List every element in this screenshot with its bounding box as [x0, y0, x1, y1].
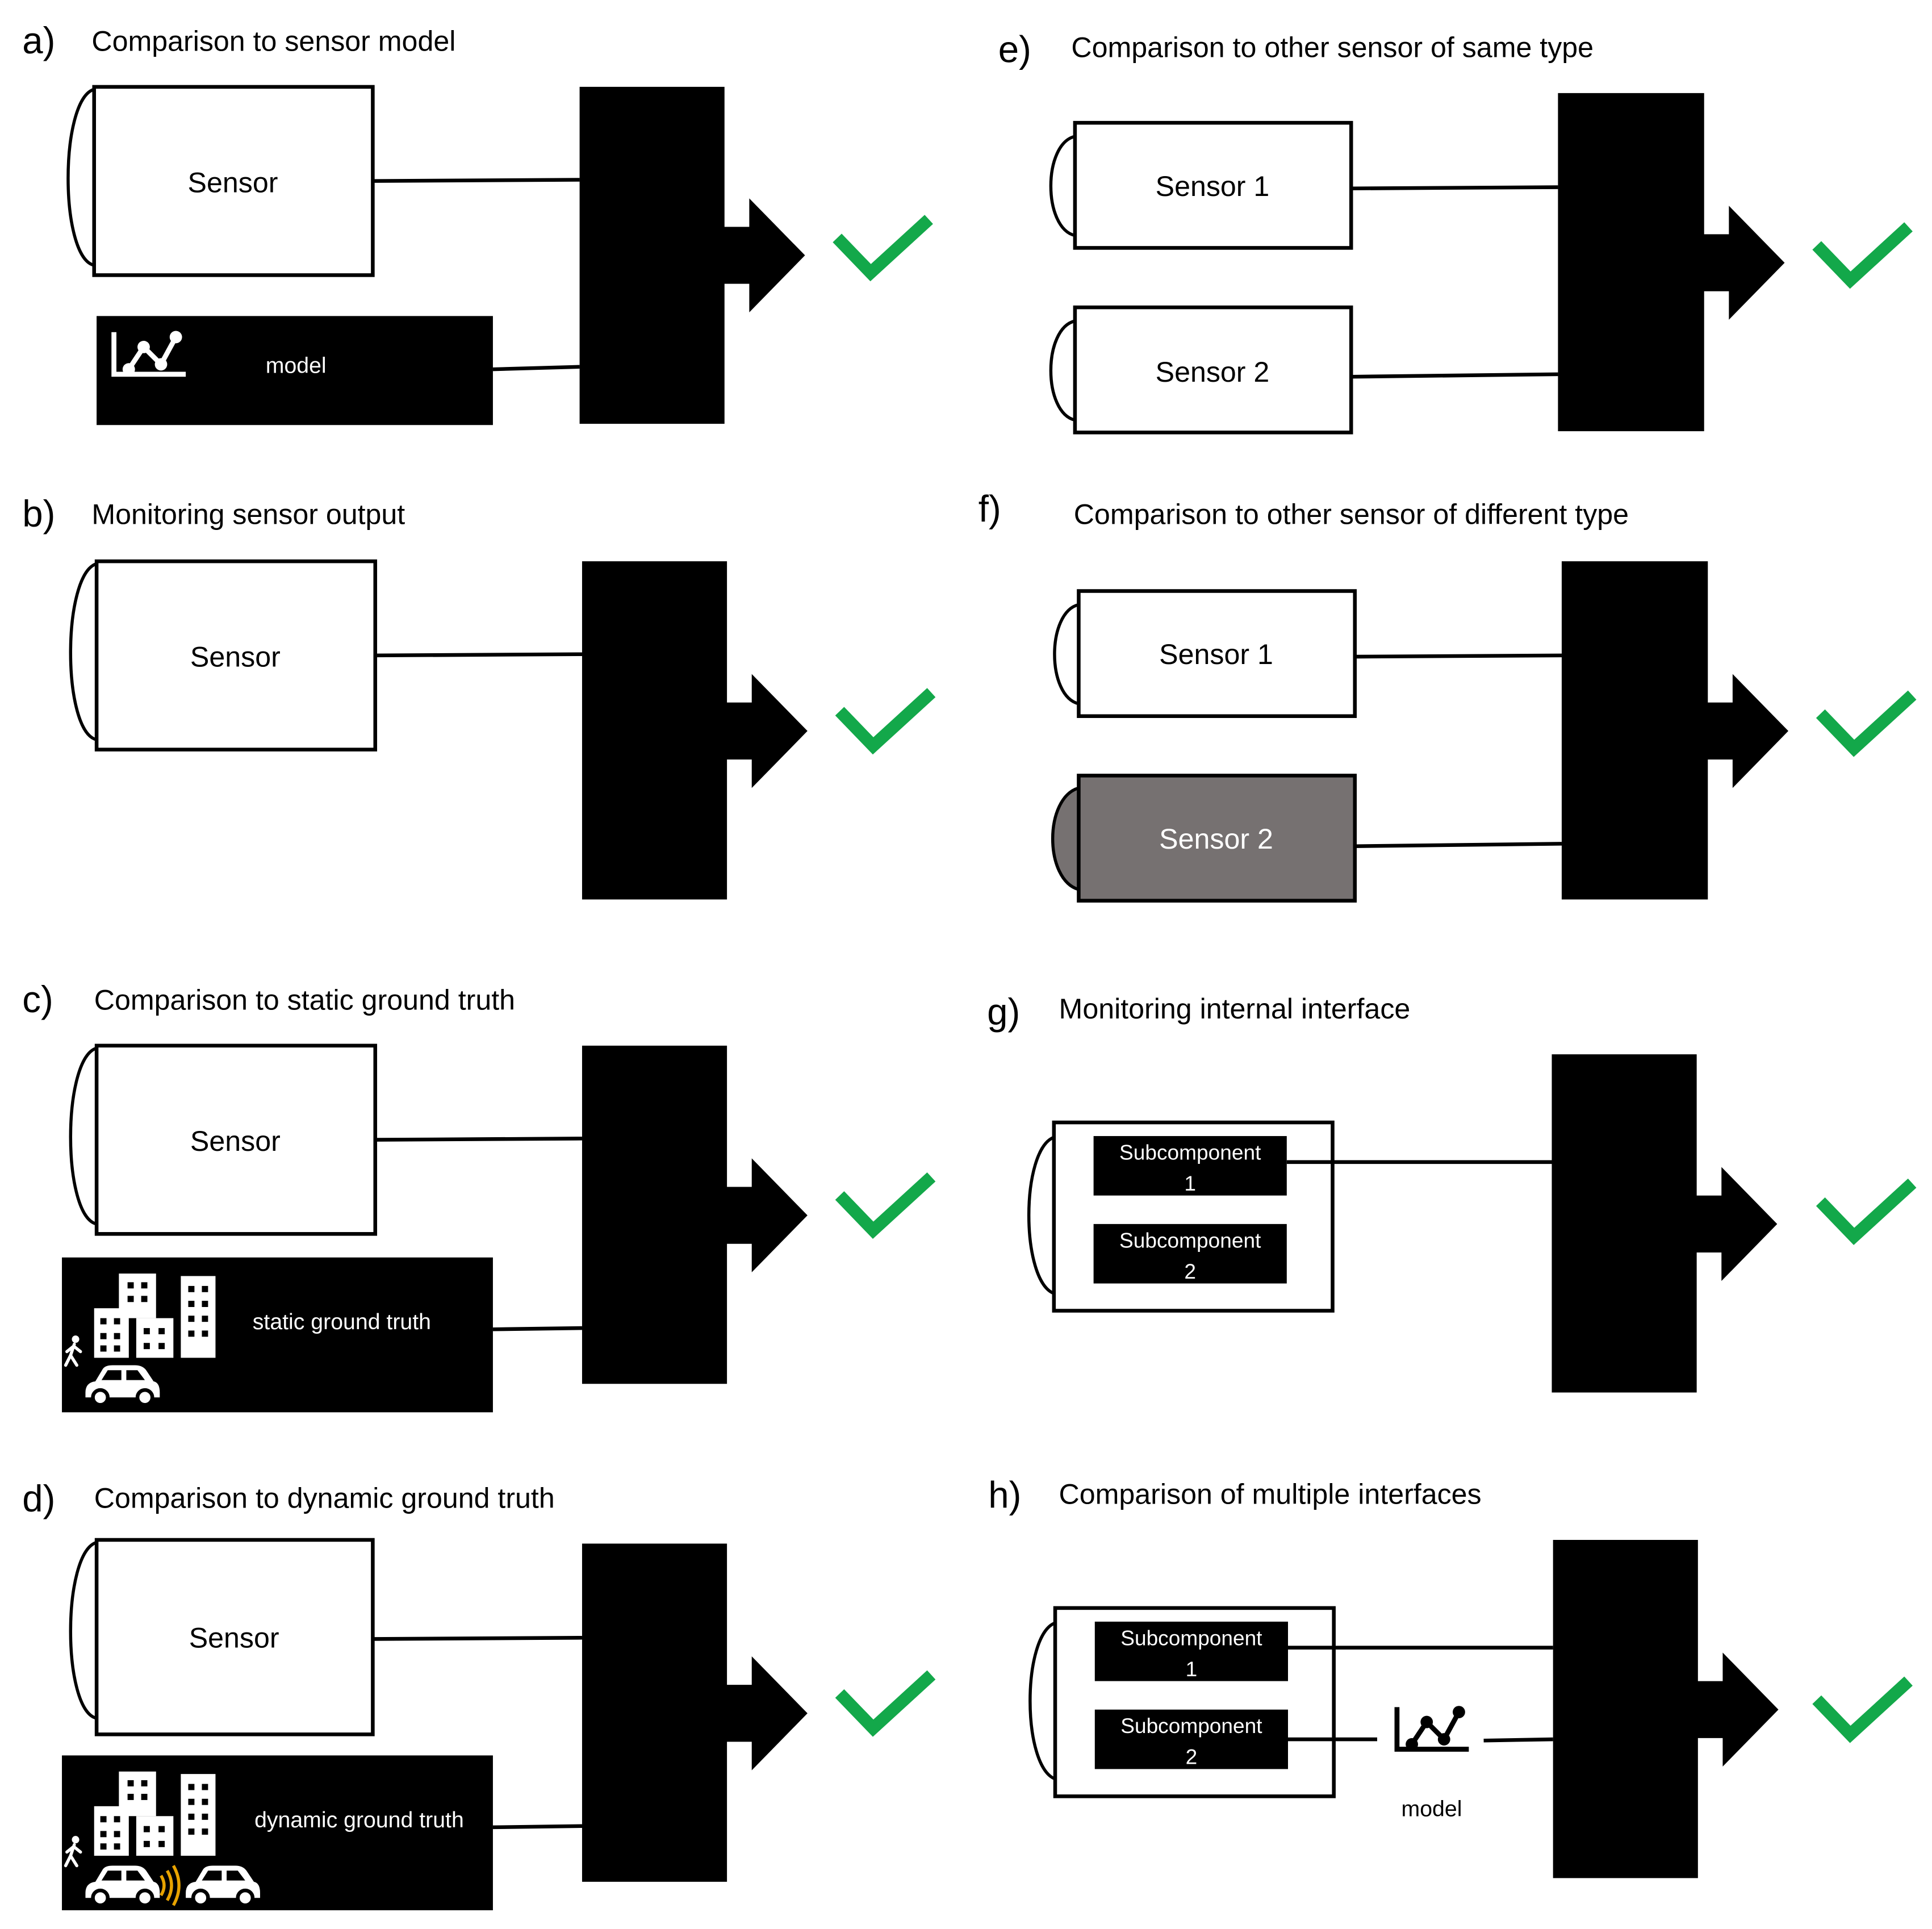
right-arrow-icon	[582, 1543, 808, 1882]
subcomponent-2-label: Subcomponent	[1120, 1714, 1262, 1738]
panel-c-letter: c)	[22, 979, 53, 1020]
subcomponent-2-label: Subcomponent	[1119, 1228, 1261, 1252]
check-mark-icon	[1812, 222, 1913, 289]
panel-d: d) Comparison to dynamic ground truth Se…	[22, 1478, 936, 1911]
sensor-box	[92, 85, 375, 277]
sensor-2-label: Sensor 2	[1159, 823, 1273, 855]
subcomponent-1-box	[1094, 1621, 1288, 1681]
panel-h-letter: h)	[988, 1474, 1021, 1515]
connector-line	[492, 1326, 583, 1331]
sensor-label: Sensor	[190, 641, 281, 673]
subcomponent-1-number: 1	[1184, 1171, 1196, 1195]
sensor-lens	[69, 1540, 98, 1720]
panel-e: e) Comparison to other sensor of same ty…	[998, 28, 1913, 435]
connector-line	[375, 652, 582, 658]
check-mark-icon	[835, 1670, 936, 1737]
sensor-box	[94, 1043, 378, 1236]
right-arrow-icon	[582, 1045, 808, 1384]
connector-line	[1351, 185, 1558, 191]
panel-f: f) Comparison to other sensor of differe…	[978, 488, 1917, 903]
right-arrow-icon	[579, 86, 805, 424]
connector-line	[1351, 372, 1558, 379]
sensor-1-box	[1077, 589, 1357, 719]
panel-b-letter: b)	[22, 493, 55, 535]
subcomponent-2-number: 2	[1184, 1259, 1196, 1283]
right-arrow-icon	[1558, 93, 1785, 432]
connector-line	[1354, 653, 1562, 659]
subcomponent-2-box	[1093, 1224, 1287, 1284]
subcomponent-1-label: Subcomponent	[1120, 1626, 1262, 1650]
sensor-box	[94, 559, 378, 751]
check-mark-icon	[833, 215, 933, 282]
check-mark-icon	[1816, 690, 1917, 757]
subcomponent-1-number: 1	[1186, 1657, 1198, 1681]
sensor-label: Sensor	[188, 166, 278, 198]
panel-e-title: Comparison to other sensor of same type	[1071, 32, 1594, 64]
sensor-1-label: Sensor 1	[1156, 170, 1270, 202]
sensor-2-box	[1073, 305, 1353, 435]
connector-line	[1483, 1737, 1553, 1743]
component-lens	[1028, 1621, 1056, 1781]
component-lens	[1027, 1135, 1055, 1295]
check-mark-icon	[835, 688, 936, 755]
dynamic-ground-truth-label: dynamic ground truth	[254, 1807, 464, 1832]
panel-b: b) Monitoring sensor output Sensor	[22, 493, 936, 900]
wireless-signal-icon	[160, 1865, 181, 1906]
panel-c: c) Comparison to static ground truth Sen…	[22, 979, 936, 1413]
panel-a: a) Comparison to sensor model Sensor mod…	[22, 20, 933, 425]
sensor-lens	[1049, 319, 1076, 422]
right-arrow-icon	[582, 561, 808, 900]
panel-g: g) Monitoring internal interface Subcomp…	[987, 991, 1917, 1393]
panel-e-letter: e)	[998, 28, 1031, 70]
sensor-1-label: Sensor 1	[1159, 638, 1273, 670]
right-arrow-icon	[1552, 1054, 1778, 1393]
connector-line	[373, 1635, 582, 1641]
model-label: model	[266, 353, 327, 378]
connector-line	[492, 1824, 583, 1830]
sensor-box	[94, 1538, 375, 1736]
right-arrow-icon	[1553, 1539, 1779, 1878]
panel-a-letter: a)	[22, 20, 55, 61]
panel-f-title: Comparison to other sensor of different …	[1074, 499, 1629, 531]
sensor-lens	[1053, 603, 1080, 705]
sensor-lens	[69, 1046, 98, 1226]
panel-h: h) Comparison of multiple interfaces Sub…	[988, 1474, 1913, 1878]
sensor-1-box	[1073, 120, 1353, 250]
check-mark-icon	[1816, 1178, 1917, 1245]
sensor-lens	[1049, 135, 1076, 237]
sensor-lens	[69, 562, 98, 741]
panel-d-letter: d)	[22, 1478, 55, 1519]
sensor-label: Sensor	[189, 1622, 279, 1654]
panel-a-title: Comparison to sensor model	[91, 26, 455, 57]
model-box	[97, 316, 493, 425]
sensor-label: Sensor	[190, 1125, 281, 1157]
panel-f-letter: f)	[978, 488, 1001, 529]
sensor-2-label: Sensor 2	[1156, 356, 1270, 388]
static-ground-truth-label: static ground truth	[253, 1309, 431, 1334]
panel-g-letter: g)	[987, 991, 1020, 1033]
subcomponent-2-number: 2	[1186, 1745, 1198, 1769]
right-arrow-icon	[1561, 561, 1789, 900]
sensor-lens	[66, 87, 95, 267]
subcomponent-2-box	[1094, 1709, 1288, 1769]
connector-line	[1354, 842, 1562, 849]
sensor-lens	[1051, 786, 1081, 892]
panel-b-title: Monitoring sensor output	[91, 499, 405, 531]
model-label: model	[1402, 1796, 1462, 1821]
panel-h-title: Comparison of multiple interfaces	[1059, 1479, 1482, 1510]
connector-line	[492, 365, 580, 371]
connector-line	[375, 1137, 582, 1142]
check-mark-icon	[1812, 1676, 1913, 1743]
sensor-2-box	[1077, 774, 1357, 903]
panel-d-title: Comparison to dynamic ground truth	[94, 1482, 555, 1514]
connector-line	[373, 178, 580, 183]
subcomponent-1-label: Subcomponent	[1119, 1140, 1261, 1164]
panel-c-title: Comparison to static ground truth	[94, 984, 515, 1016]
check-mark-icon	[835, 1172, 936, 1239]
line-chart-icon	[1397, 1706, 1469, 1751]
subcomponent-1-box	[1093, 1136, 1287, 1196]
panel-g-title: Monitoring internal interface	[1059, 993, 1411, 1025]
